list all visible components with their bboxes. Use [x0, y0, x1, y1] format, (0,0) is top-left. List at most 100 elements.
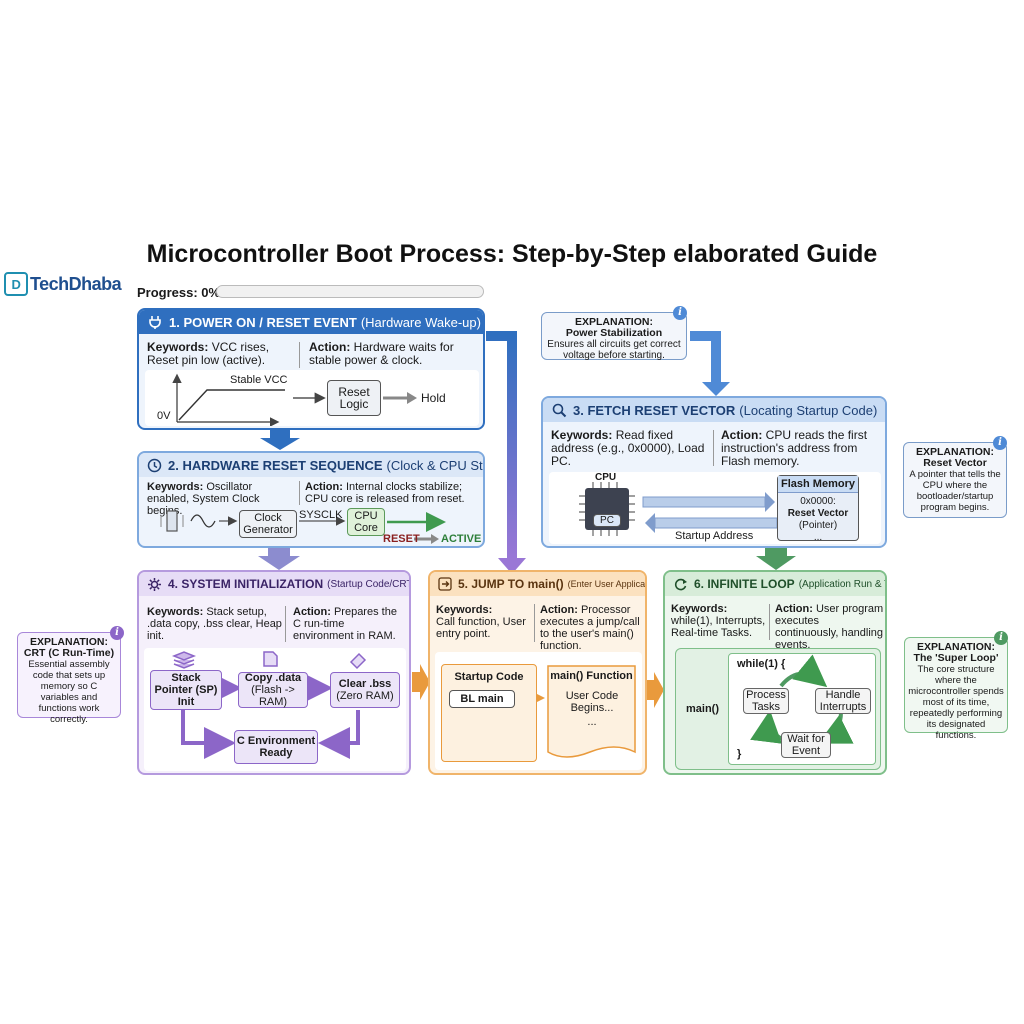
step2-title: 2. HARDWARE RESET SEQUENCE: [168, 457, 383, 473]
progress-bar: [216, 285, 484, 298]
step6-subtitle: (Application Run & Tasks): [798, 578, 885, 590]
explanation-crt: EXPLANATION: CRT (C Run-Time) Essential …: [17, 632, 121, 725]
step4-subtitle: (Startup Code/CRT Setup): [327, 578, 411, 590]
page-title: Microcontroller Boot Process: Step-by-St…: [146, 240, 878, 268]
logo-mark-icon: D: [4, 272, 28, 296]
step5-action: Action: Processor executes a jump/call t…: [540, 604, 640, 652]
logo-text: TechDhaba: [30, 273, 122, 294]
step4-title: 4. SYSTEM INITIALIZATION: [168, 577, 324, 591]
step6-action: Action: User program executes continuous…: [775, 603, 884, 651]
active-label: ACTIVE: [441, 533, 482, 545]
step1-panel[interactable]: 1. POWER ON / RESET EVENT (Hardware Wake…: [137, 308, 485, 430]
step4-diagram: Stack Pointer (SP) Init Copy .data (Flas…: [144, 648, 406, 771]
explanation-reset-vector-title: Reset Vector: [923, 457, 987, 469]
step2-action: Action: Internal clocks stabilize; CPU c…: [305, 481, 465, 505]
explanation-reset-vector-text: A pointer that tells the CPU where the b…: [909, 469, 1001, 513]
loop-icon: [673, 576, 688, 592]
info-icon[interactable]: i: [993, 436, 1007, 450]
arrow-explain-3: [690, 331, 721, 384]
explanation-crt-text: Essential assembly code that sets up mem…: [28, 659, 110, 725]
flash-address: 0x0000:: [800, 496, 836, 507]
stable-vcc-label: Stable VCC: [230, 374, 288, 386]
magnifier-icon: [551, 402, 567, 418]
arrow-2-4: [258, 548, 300, 570]
flash-pointer: (Pointer): [798, 520, 838, 531]
flash-memory-title: Flash Memory: [778, 476, 858, 493]
vcc-graph: [172, 373, 417, 426]
step3-diagram: CPU PC Startup Address Flash Memory 0x00…: [549, 472, 881, 544]
copy-data-sub: (Flash -> RAM): [251, 684, 295, 708]
step2-header: 2. HARDWARE RESET SEQUENCE (Clock & CPU …: [139, 453, 483, 477]
main-label: main(): [686, 703, 719, 715]
info-icon[interactable]: i: [673, 306, 687, 320]
step1-keywords: Keywords: VCC rises, Reset pin low (acti…: [147, 340, 270, 367]
startup-code-box: Startup Code: [441, 664, 537, 762]
step6-header: 6. INFINITE LOOP (Application Run & Task…: [665, 572, 885, 596]
sysclk-label: SYSCLK: [299, 509, 343, 521]
step3-panel[interactable]: 3. FETCH RESET VECTOR (Locating Startup …: [541, 396, 887, 548]
step1-header: 1. POWER ON / RESET EVENT (Hardware Wake…: [139, 310, 483, 334]
main-function-body: User Code Begins...: [565, 690, 619, 714]
clock-diagram: [160, 510, 446, 544]
main-function-title: main() Function: [550, 670, 633, 682]
clock-icon: [147, 457, 162, 473]
cpu-core-box: CPU Core: [347, 508, 385, 536]
while-loop-box: while(1) { } Process Tasks Handle Interr…: [728, 653, 876, 765]
zero-volt-label: 0V: [157, 410, 171, 422]
explanation-super-loop: EXPLANATION: The 'Super Loop' The core s…: [904, 637, 1008, 741]
explanation-power-text: Ensures all circuits get correct voltage…: [547, 339, 681, 361]
handle-interrupts-box: Handle Interrupts: [815, 688, 871, 714]
step3-keywords: Keywords: Read fixed address (e.g., 0x00…: [551, 428, 705, 468]
bl-main-box: BL main: [449, 690, 515, 708]
reset-label: RESET: [383, 533, 420, 545]
step5-diagram: Startup Code BL main main() Function Use…: [435, 652, 642, 770]
step6-panel[interactable]: 6. INFINITE LOOP (Application Run & Task…: [663, 570, 887, 775]
step4-header: 4. SYSTEM INITIALIZATION (Startup Code/C…: [139, 572, 409, 596]
clock-generator-box: Clock Generator: [239, 510, 297, 538]
copy-data-title: Copy .data: [244, 672, 302, 684]
step6-keywords: Keywords: while(1), Interrupts, Real-tim…: [671, 603, 766, 639]
hold-label: Hold: [421, 391, 446, 405]
info-icon[interactable]: i: [110, 626, 124, 640]
startup-code-title: Startup Code: [454, 671, 524, 683]
explanation-power: EXPLANATION: Power Stabilization Ensures…: [541, 312, 687, 361]
arrow-1-2: [260, 428, 300, 450]
step5-title: 5. JUMP TO main(): [458, 577, 564, 591]
step5-panel[interactable]: 5. JUMP TO main() (Enter User Applicatio…: [428, 570, 647, 775]
logo: D TechDhaba: [4, 272, 122, 296]
step3-title: 3. FETCH RESET VECTOR: [573, 402, 736, 418]
step3-action: Action: CPU reads the first instruction'…: [721, 428, 868, 468]
explanation-reset-vector: EXPLANATION: Reset Vector A pointer that…: [903, 442, 1007, 518]
step4-action: Action: Prepares the C run-time environm…: [293, 606, 397, 642]
step5-keywords: Keywords:Call function, User entry point…: [436, 604, 526, 640]
step4-keywords: Keywords: Stack setup, .data copy, .bss …: [147, 606, 282, 642]
while-label: while(1) {: [737, 658, 786, 670]
step1-diagram: Stable VCC 0V Reset Logic Hold: [145, 370, 479, 426]
step3-subtitle: (Locating Startup Code): [739, 402, 878, 418]
c-environment-box: C Environment Ready: [234, 730, 318, 764]
step4-panel[interactable]: 4. SYSTEM INITIALIZATION (Startup Code/C…: [137, 570, 411, 775]
flash-memory-box: Flash Memory 0x0000: Reset Vector (Point…: [777, 475, 859, 543]
clear-bss-sub: (Zero RAM): [336, 690, 394, 702]
cpu-label: CPU: [595, 472, 617, 483]
step1-action: Action: Hardware waits for stable power …: [309, 340, 454, 367]
step2-subtitle: (Clock & CPU Start): [386, 457, 483, 473]
stack-pointer-box: Stack Pointer (SP) Init: [150, 670, 222, 710]
main-function-dots: ...: [587, 716, 597, 728]
step6-title: 6. INFINITE LOOP: [694, 577, 795, 591]
copy-data-box: Copy .data (Flash -> RAM): [238, 672, 308, 708]
arrow-right-icon: [438, 576, 452, 592]
power-plug-icon: [147, 314, 163, 330]
step5-header: 5. JUMP TO main() (Enter User Applicatio…: [430, 572, 645, 596]
progress-label: Progress: 0%: [137, 285, 221, 300]
clear-bss-box: Clear .bss (Zero RAM): [330, 672, 400, 708]
pc-register-box: PC: [593, 514, 621, 527]
reset-logic-box: Reset Logic: [327, 380, 381, 416]
step2-panel[interactable]: 2. HARDWARE RESET SEQUENCE (Clock & CPU …: [137, 451, 485, 548]
explanation-super-loop-title: The 'Super Loop': [913, 652, 999, 664]
step1-title: 1. POWER ON / RESET EVENT: [169, 314, 357, 330]
stack-icon: [171, 651, 197, 669]
step3-header: 3. FETCH RESET VECTOR (Locating Startup …: [543, 398, 885, 422]
info-icon[interactable]: i: [994, 631, 1008, 645]
arrow-4-5: [412, 664, 430, 700]
